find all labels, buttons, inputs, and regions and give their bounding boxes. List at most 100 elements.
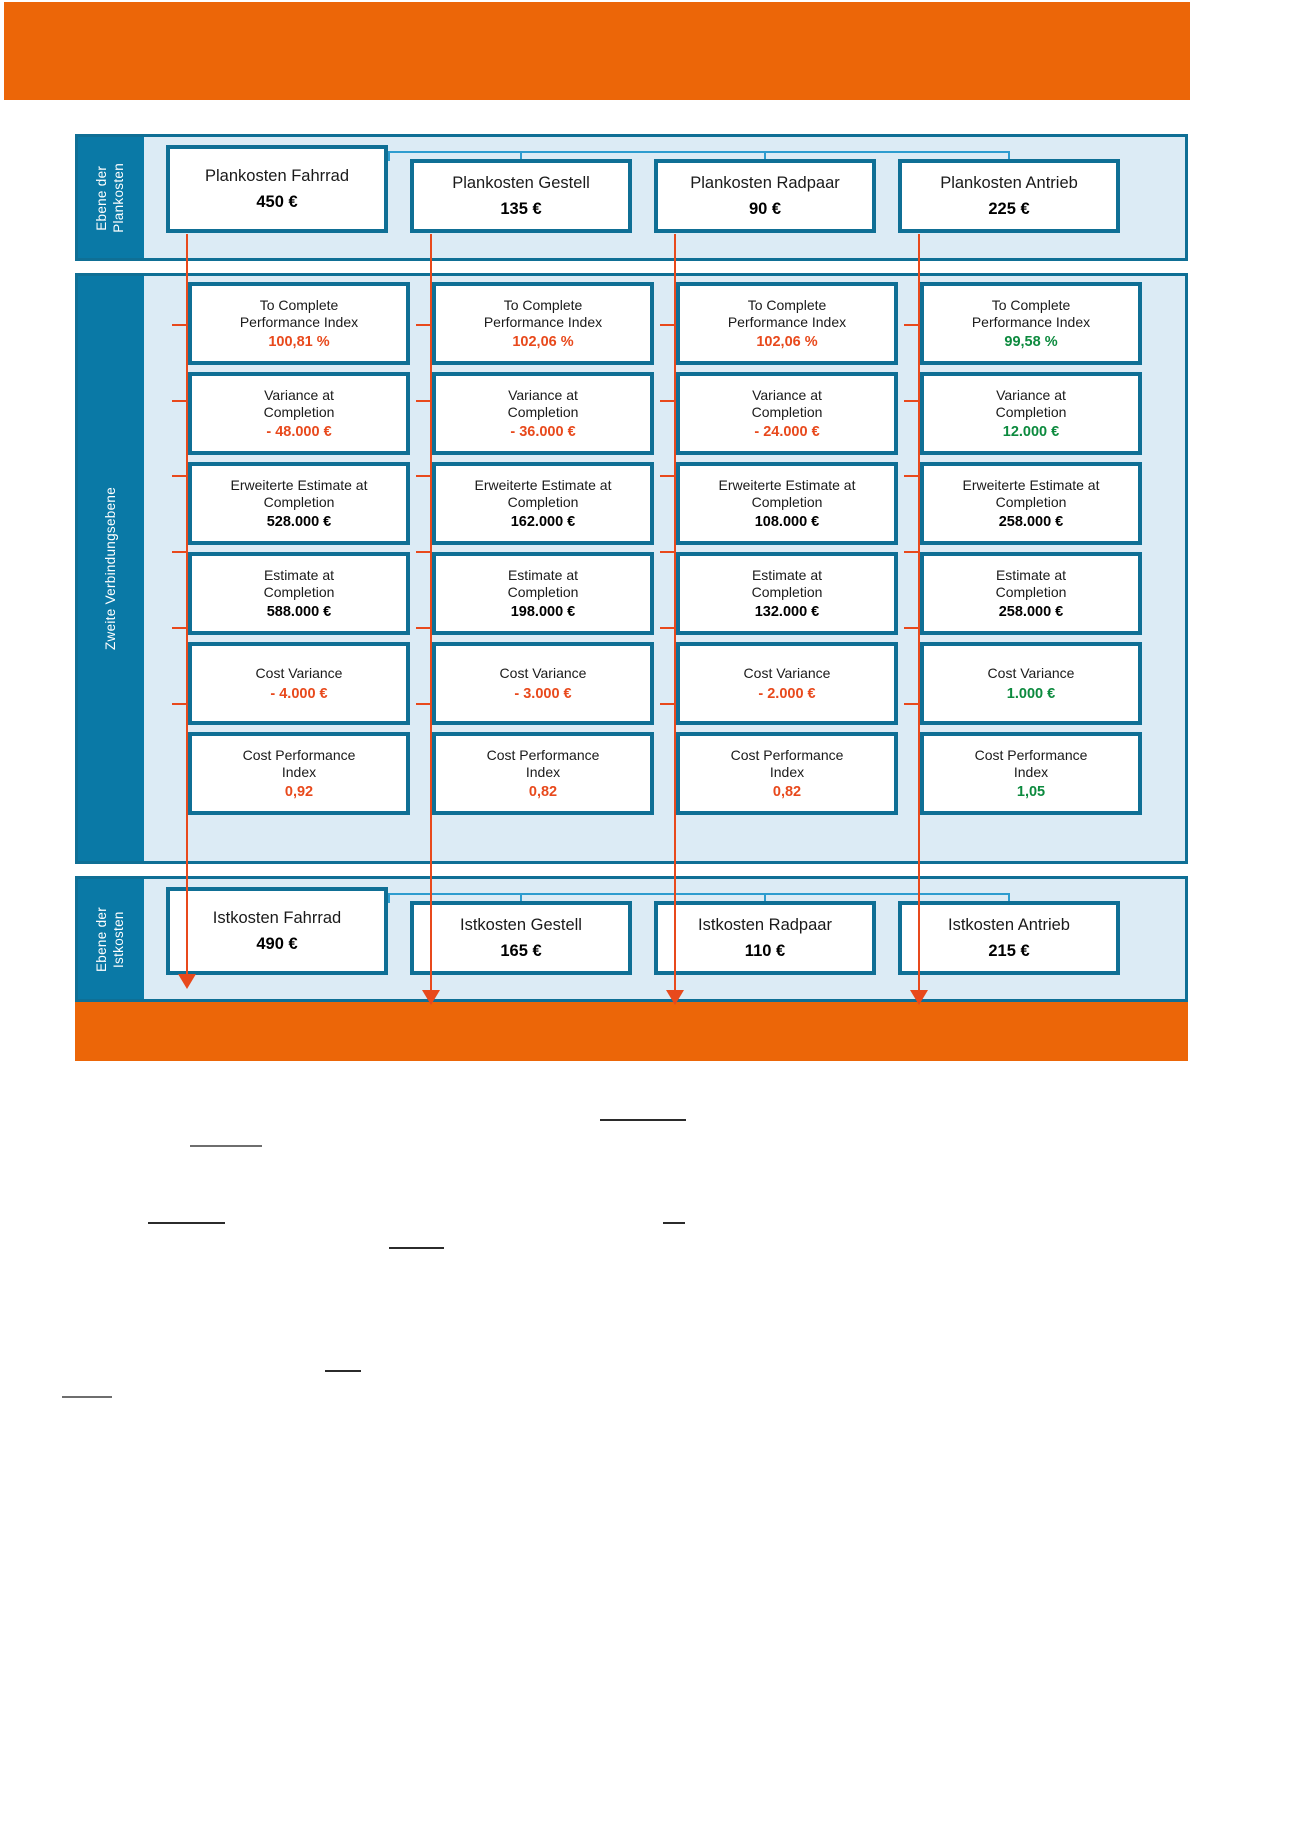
- redaction-mark-3: [148, 1222, 225, 1224]
- flow-tick-antrieb-4: [904, 551, 918, 553]
- metric-box-cv[interactable]: Cost Variance - 2.000 €: [676, 642, 898, 725]
- metric-box-cv[interactable]: Cost Variance - 4.000 €: [188, 642, 410, 725]
- metric-label: Cost Variance: [987, 665, 1075, 682]
- metric-value: 102,06 %: [512, 334, 574, 351]
- flow-tick-radpaar-2: [660, 400, 674, 402]
- metric-box-cv[interactable]: Cost Variance - 3.000 €: [432, 642, 654, 725]
- istkosten-band-label: Ebene der Istkosten: [78, 879, 144, 999]
- flow-tick-radpaar-6: [660, 703, 674, 705]
- flow-tick-gestell-2: [416, 400, 430, 402]
- istkosten-card-radpaar[interactable]: Istkosten Radpaar 110 €: [654, 901, 876, 975]
- flow-tick-gestell-4: [416, 551, 430, 553]
- metric-value: 1,05: [1016, 784, 1046, 801]
- flow-tick-gestell-3: [416, 475, 430, 477]
- istkosten-card-fahrrad[interactable]: Istkosten Fahrrad 490 €: [166, 887, 388, 975]
- flow-line-fahrrad: [186, 234, 188, 986]
- istkosten-card-title: Istkosten Fahrrad: [212, 909, 342, 928]
- metric-value: 132.000 €: [754, 604, 820, 621]
- istkosten-card-gestell[interactable]: Istkosten Gestell 165 €: [410, 901, 632, 975]
- metric-value: 0,92: [284, 784, 314, 801]
- flow-tick-gestell-5: [416, 627, 430, 629]
- ist-tree-stub-3: [1008, 893, 1010, 903]
- flow-arrow-gestell: [422, 990, 440, 1005]
- flow-arrow-fahrrad: [178, 974, 196, 989]
- metric-box-cv[interactable]: Cost Variance 1.000 €: [920, 642, 1142, 725]
- metric-value: - 3.000 €: [514, 685, 572, 702]
- plankosten-card-gestell[interactable]: Plankosten Gestell 135 €: [410, 159, 632, 233]
- flow-tick-antrieb-5: [904, 627, 918, 629]
- plankosten-card-antrieb[interactable]: Plankosten Antrieb 225 €: [898, 159, 1120, 233]
- metric-value: - 36.000 €: [510, 424, 576, 441]
- flow-tick-gestell-6: [416, 703, 430, 705]
- flow-tick-fahrrad-1: [172, 324, 186, 326]
- metric-value: 0,82: [528, 784, 558, 801]
- plan-tree-stub-3: [1008, 151, 1010, 161]
- istkosten-card-antrieb[interactable]: Istkosten Antrieb 215 €: [898, 901, 1120, 975]
- plankosten-card-value: 225 €: [988, 199, 1030, 218]
- metric-value: 12.000 €: [1002, 424, 1060, 441]
- plankosten-card-fahrrad[interactable]: Plankosten Fahrrad 450 €: [166, 145, 388, 233]
- flow-tick-fahrrad-4: [172, 551, 186, 553]
- plankosten-card-radpaar[interactable]: Plankosten Radpaar 90 €: [654, 159, 876, 233]
- istkosten-card-value: 215 €: [988, 941, 1030, 960]
- verbindungsebene-band-label: Zweite Verbindungsebene: [78, 276, 144, 861]
- plan-tree-horizontal: [388, 151, 1010, 153]
- flow-tick-fahrrad-5: [172, 627, 186, 629]
- metric-label: Cost Variance: [499, 665, 587, 682]
- plankosten-card-value: 450 €: [256, 192, 298, 211]
- flow-arrow-radpaar: [666, 990, 684, 1005]
- metric-value: - 4.000 €: [270, 685, 328, 702]
- plan-tree-stub-0: [388, 151, 390, 161]
- ist-tree-stub-1: [520, 893, 522, 903]
- metric-value: - 48.000 €: [266, 424, 332, 441]
- metric-value: - 2.000 €: [758, 685, 816, 702]
- plankosten-band: Ebene der Plankosten Plankosten Fahrrad …: [75, 134, 1188, 261]
- flow-tick-fahrrad-6: [172, 703, 186, 705]
- flow-tick-radpaar-5: [660, 627, 674, 629]
- metric-value: 258.000 €: [998, 514, 1064, 531]
- footer-orange-banner: [75, 1002, 1188, 1061]
- istkosten-band: Ebene der Istkosten Istkosten Fahrrad 49…: [75, 876, 1188, 1002]
- plankosten-card-title: Plankosten Antrieb: [940, 174, 1078, 193]
- istkosten-card-title: Istkosten Antrieb: [948, 916, 1070, 935]
- metric-value: - 24.000 €: [754, 424, 820, 441]
- redaction-mark-5: [389, 1247, 444, 1249]
- istkosten-band-body: Istkosten Fahrrad 490 € Istkosten Gestel…: [144, 879, 1185, 999]
- metric-value: 108.000 €: [754, 514, 820, 531]
- ist-tree-stub-2: [764, 893, 766, 903]
- ist-tree-stub-0: [388, 893, 390, 903]
- plan-tree-stub-2: [764, 151, 766, 161]
